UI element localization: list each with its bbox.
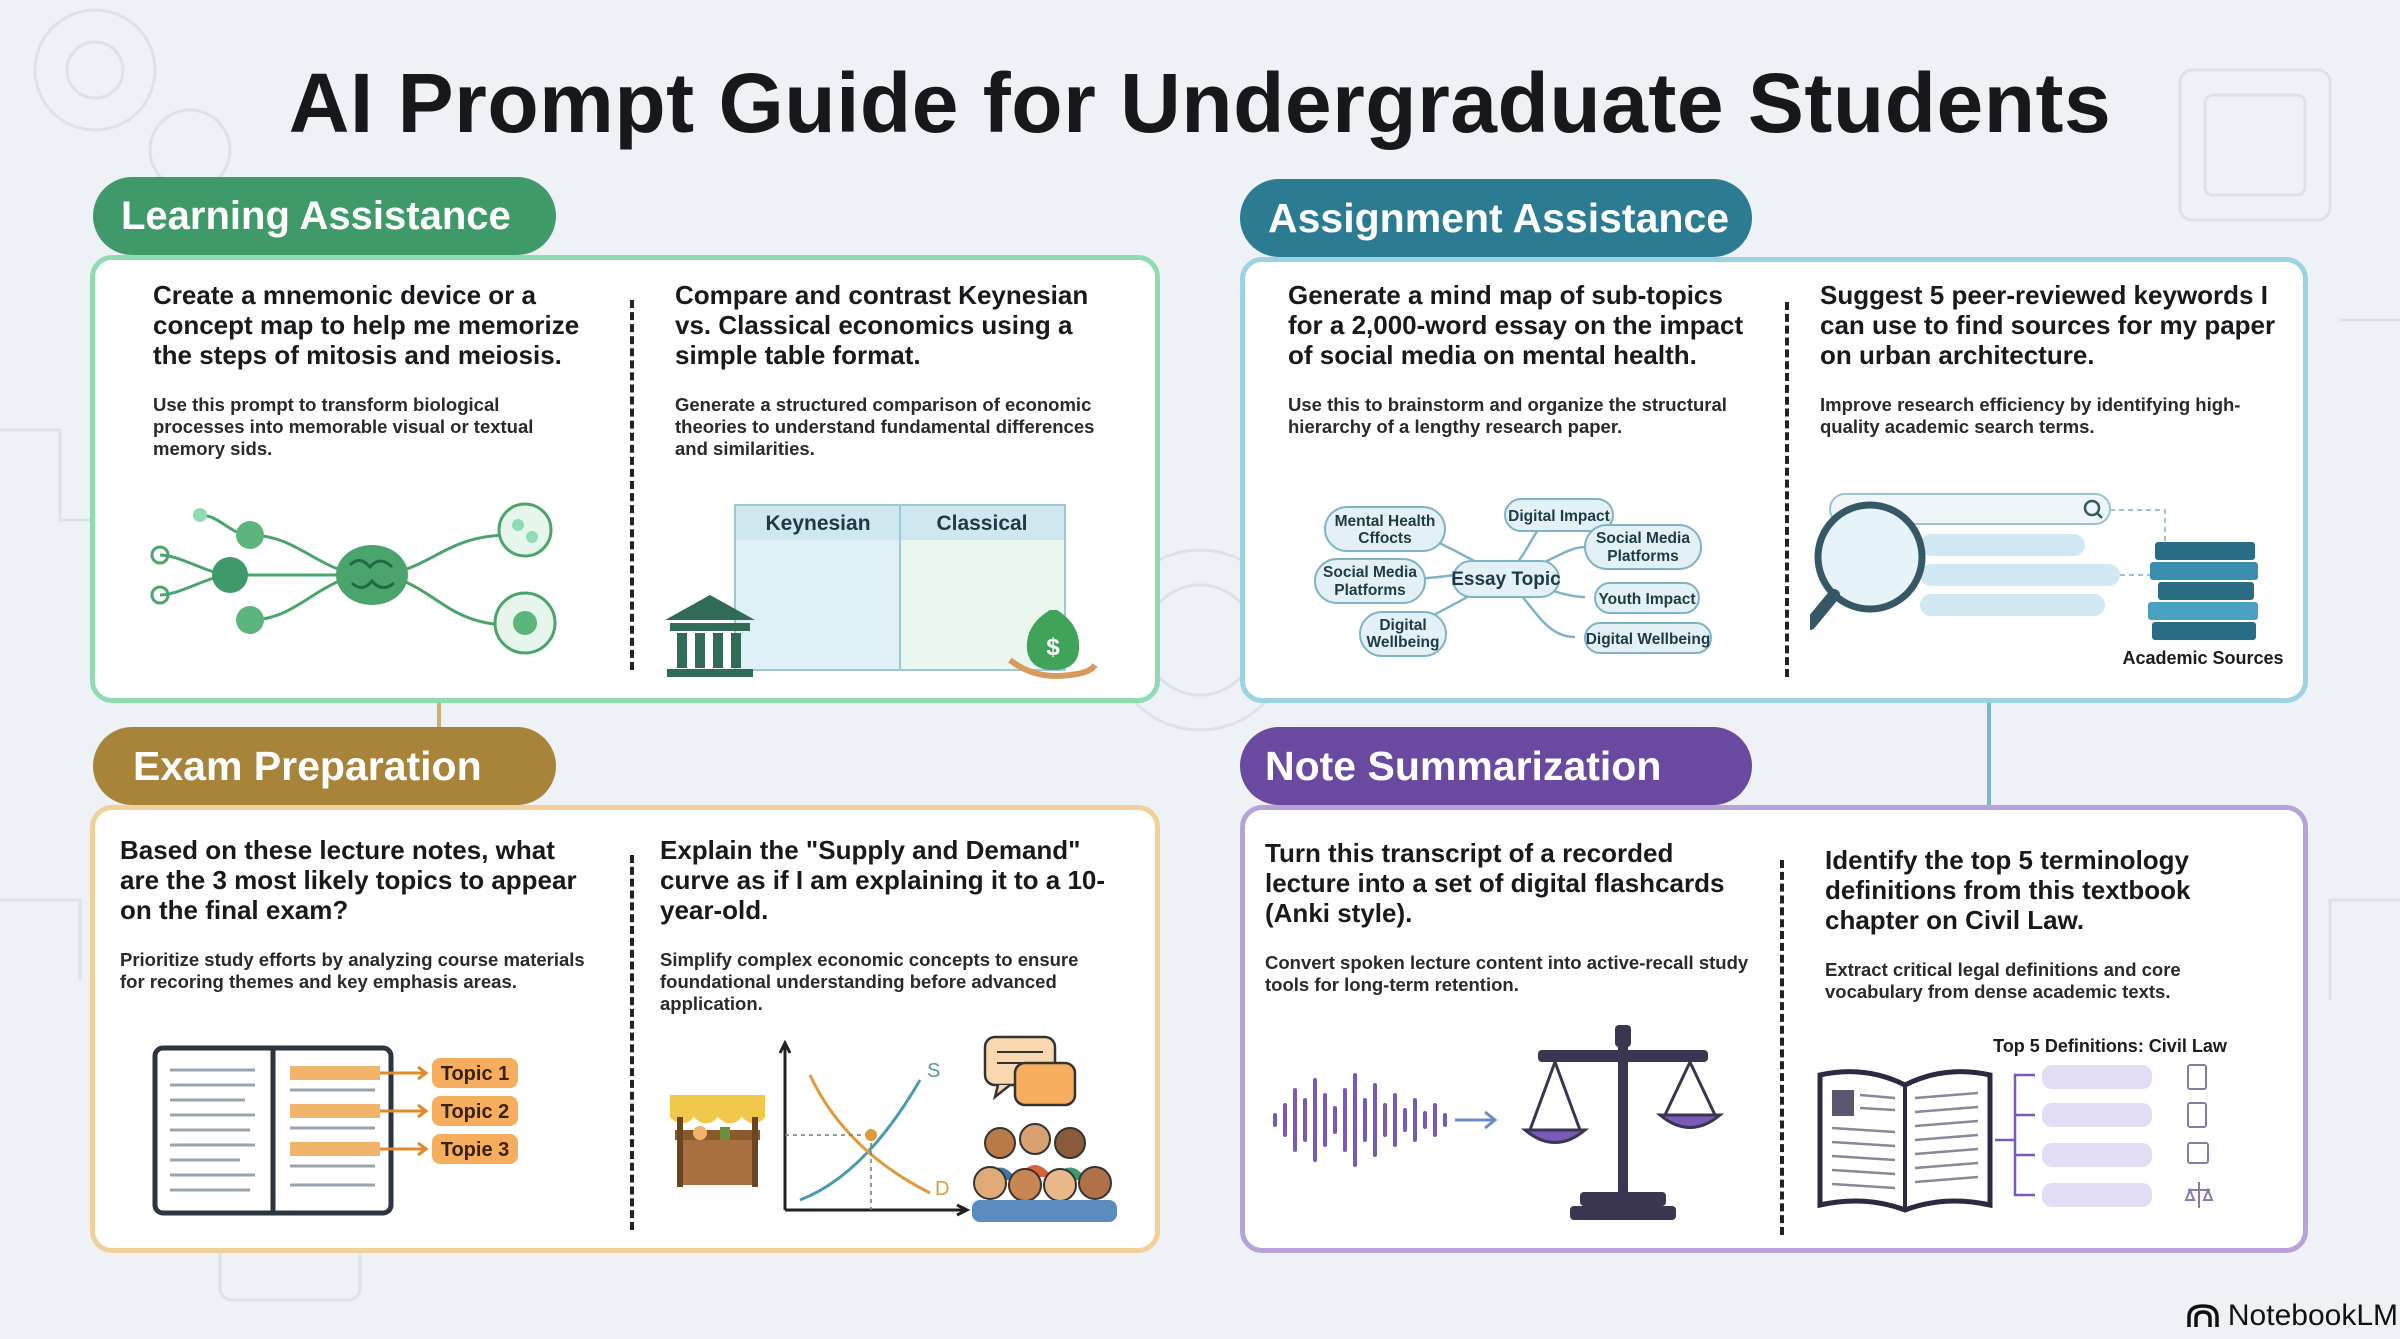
mindmap-node-social-right-line2: Platforms [1607, 548, 1679, 565]
mindmap-node-mental-health-line2: Cffocts [1358, 530, 1411, 547]
mindmap-node-wellbeing-left-line2: Wellbeing [1367, 634, 1440, 651]
definitions-list-illustration: Top 5 Definitions: Civil Law [1817, 1036, 2228, 1213]
notes-right-description: Extract critical legal definitions and c… [1825, 959, 2181, 1002]
mindmap-node-digital-impact: Digital Impact [1508, 508, 1610, 525]
notebook-icon [152, 1045, 394, 1216]
footer-brand: NotebookLM [2186, 1299, 2398, 1333]
students-group-icon [972, 1123, 1117, 1222]
exam-right-description: Simplify complex economic concepts to en… [660, 949, 1079, 1014]
market-stall-icon [670, 1095, 765, 1187]
assignment-right-prompt: Suggest 5 peer-reviewed keywords I can u… [1820, 280, 2276, 370]
mindmap-node-wellbeing-left-line1: Digital [1379, 617, 1426, 634]
assignment-left-description: Use this to brainstorm and organize the … [1288, 394, 1727, 437]
supply-curve-label: S [927, 1060, 940, 1082]
exam-left-prompt: Based on these lecture notes, what are t… [120, 835, 577, 925]
academic-sources-label: Academic Sources [2122, 648, 2283, 668]
document-icon [2187, 1064, 2207, 1090]
speech-bubbles-icon [983, 1035, 1077, 1107]
svg-text:$: $ [1046, 634, 1060, 661]
notes-right-prompt: Identify the top 5 terminology definitio… [1825, 845, 2191, 935]
learning-left-prompt: Create a mnemonic device or a concept ma… [153, 280, 580, 370]
assignment-divider [1785, 302, 1789, 677]
mindmap-node-youth-impact: Youth Impact [1598, 591, 1695, 608]
note-summarization-panel: Turn this transcript of a recorded lectu… [1240, 805, 2308, 1253]
learning-left-description: Use this prompt to transform biological … [153, 394, 534, 459]
note-summarization-tab: Note Summarization [1240, 727, 1752, 805]
audio-waveform-icon [1273, 1073, 1447, 1167]
exam-left-column: Based on these lecture notes, what are t… [120, 835, 590, 993]
edit-icon [2187, 1102, 2207, 1128]
learning-assistance-tab: Learning Assistance [93, 177, 556, 255]
search-icon [2083, 499, 2101, 517]
notes-left-column: Turn this transcript of a recorded lectu… [1265, 838, 1765, 996]
topic-1-label: Topic 1 [441, 1063, 510, 1085]
learning-left-column: Create a mnemonic device or a concept ma… [153, 280, 593, 460]
law-scale-icon [2184, 1182, 2214, 1208]
connector-right [1987, 700, 1991, 808]
assignment-assistance-tab: Assignment Assistance [1240, 179, 1752, 257]
audio-to-flashcards-illustration [1273, 1025, 1725, 1220]
mind-map-illustration: Mental Health Cffocts Digital Impact Soc… [1314, 498, 1712, 657]
exam-preparation-panel: Based on these lecture notes, what are t… [90, 805, 1160, 1253]
learning-right-prompt: Compare and contrast Keynesian vs. Class… [675, 280, 1089, 370]
brand-name: NotebookLM [2227, 1299, 2398, 1332]
learning-right-column: Compare and contrast Keynesian vs. Class… [675, 280, 1125, 460]
exam-preparation-tab: Exam Preparation [93, 727, 556, 805]
box-icon [2187, 1142, 2209, 1164]
learning-assistance-panel: Create a mnemonic device or a concept ma… [90, 255, 1160, 703]
assignment-left-column: Generate a mind map of sub-topics for a … [1288, 280, 1758, 438]
scale-of-justice-icon [1520, 1025, 1725, 1220]
notebooklm-logo-icon [2187, 1304, 2219, 1327]
page-title: AI Prompt Guide for Undergraduate Studen… [288, 56, 2112, 150]
mindmap-node-social-left-line2: Platforms [1334, 582, 1406, 599]
assignment-right-description: Improve research efficiency by identifyi… [1820, 394, 2241, 437]
topic-3-label: Topie 3 [441, 1139, 510, 1161]
mindmap-center-node: Essay Topic [1451, 569, 1561, 590]
demand-curve-label: D [935, 1178, 949, 1200]
mindmap-node-wellbeing-right: Digital Wellbeing [1586, 631, 1711, 648]
supply-demand-chart: S D [778, 1039, 971, 1217]
books-icon [2148, 542, 2258, 640]
concept-map-illustration [150, 502, 557, 655]
assignment-assistance-panel: Generate a mind map of sub-topics for a … [1240, 257, 2308, 703]
definitions-list-title: Top 5 Definitions: Civil Law [1993, 1036, 2228, 1056]
open-book-icon [1817, 1069, 1993, 1213]
topic-2-label: Topic 2 [441, 1101, 510, 1123]
search-sources-illustration: Academic Sources [1810, 493, 2284, 668]
mindmap-node-social-right-line1: Social Media [1596, 530, 1690, 547]
notes-left-prompt: Turn this transcript of a recorded lectu… [1265, 838, 1725, 928]
learning-divider [630, 300, 634, 670]
assignment-left-prompt: Generate a mind map of sub-topics for a … [1288, 280, 1744, 370]
exam-divider [630, 855, 634, 1230]
exam-left-description: Prioritize study efforts by analyzing co… [120, 949, 585, 992]
mindmap-node-mental-health: Mental Health [1335, 513, 1436, 530]
notes-divider [1780, 860, 1784, 1235]
notes-right-column: Identify the top 5 terminology definitio… [1825, 845, 2275, 1003]
notes-left-description: Convert spoken lecture content into acti… [1265, 952, 1749, 995]
exam-right-column: Explain the "Supply and Demand" curve as… [660, 835, 1130, 1015]
table-header-keynesian: Keynesian [765, 512, 870, 535]
mindmap-node-social-left-line1: Social Media [1323, 564, 1417, 581]
comparison-table-illustration: Keynesian Classical $ [665, 504, 1098, 679]
notebook-topics-illustration: Topic 1 Topic 2 Topie 3 [152, 1045, 518, 1216]
exam-right-prompt: Explain the "Supply and Demand" curve as… [660, 835, 1106, 925]
bank-icon [665, 595, 755, 677]
supply-demand-illustration: S D [670, 1035, 1117, 1222]
learning-right-description: Generate a structured comparison of econ… [675, 394, 1095, 459]
assignment-right-column: Suggest 5 peer-reviewed keywords I can u… [1820, 280, 2280, 438]
table-header-classical: Classical [936, 512, 1027, 535]
magnifying-glass-icon [1810, 501, 1926, 630]
money-bag-icon: $ [1008, 610, 1098, 679]
